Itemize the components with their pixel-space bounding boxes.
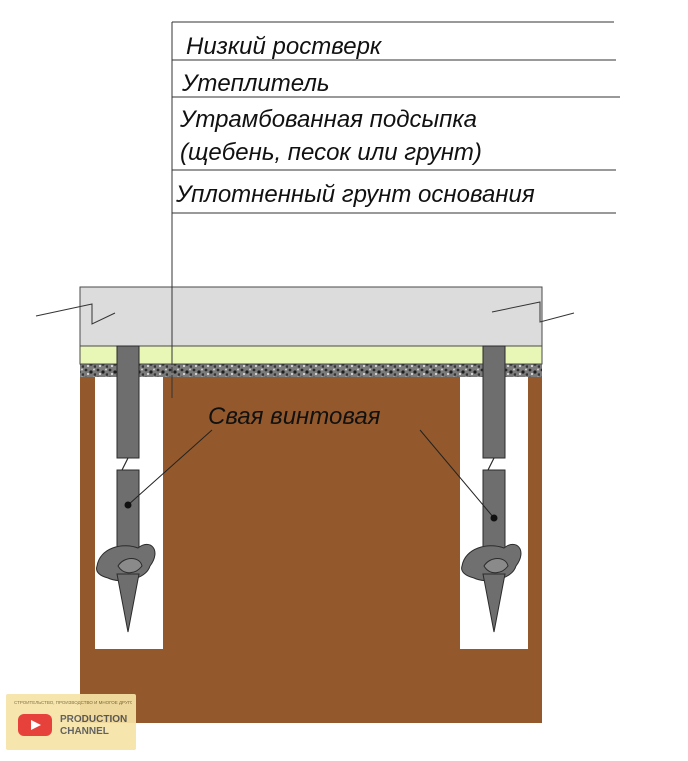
label-pile-cap: Низкий ростверк	[186, 33, 383, 60]
break-mark-right	[491, 301, 575, 323]
screw-pile-left	[96, 345, 156, 633]
pile-cap-slab	[79, 286, 543, 347]
channel-watermark: СТРОИТЕЛЬСТВО, ПРОИЗВОДСТВО И МНОГОЕ ДРУ…	[6, 694, 136, 750]
label-bedding-line2: (щебень, песок или грунт)	[180, 139, 482, 166]
label-base-soil: Уплотненный грунт основания	[175, 181, 535, 208]
play-icon	[18, 714, 52, 736]
label-bedding-line1: Утрамбованная подсыпка	[179, 106, 477, 133]
break-mark-left	[35, 303, 116, 325]
watermark-line1: PRODUCTION	[60, 714, 128, 725]
watermark-title: PRODUCTION CHANNEL	[60, 714, 127, 738]
insulation-layer	[79, 345, 543, 365]
layer-leader-lines	[171, 21, 620, 398]
pile-leader-dot-left	[124, 501, 132, 509]
screw-pile-right	[461, 345, 522, 633]
label-screw-pile: Свая винтовая	[208, 403, 381, 430]
label-insulation: Утеплитель	[181, 70, 329, 97]
watermark-line2: CHANNEL	[60, 726, 109, 737]
gravel-bedding-layer	[80, 364, 542, 377]
pile-leader-lines	[127, 429, 495, 519]
pile-leader-dot-right	[490, 514, 498, 522]
watermark-small-text: СТРОИТЕЛЬСТВО, ПРОИЗВОДСТВО И МНОГОЕ ДРУ…	[14, 700, 132, 705]
